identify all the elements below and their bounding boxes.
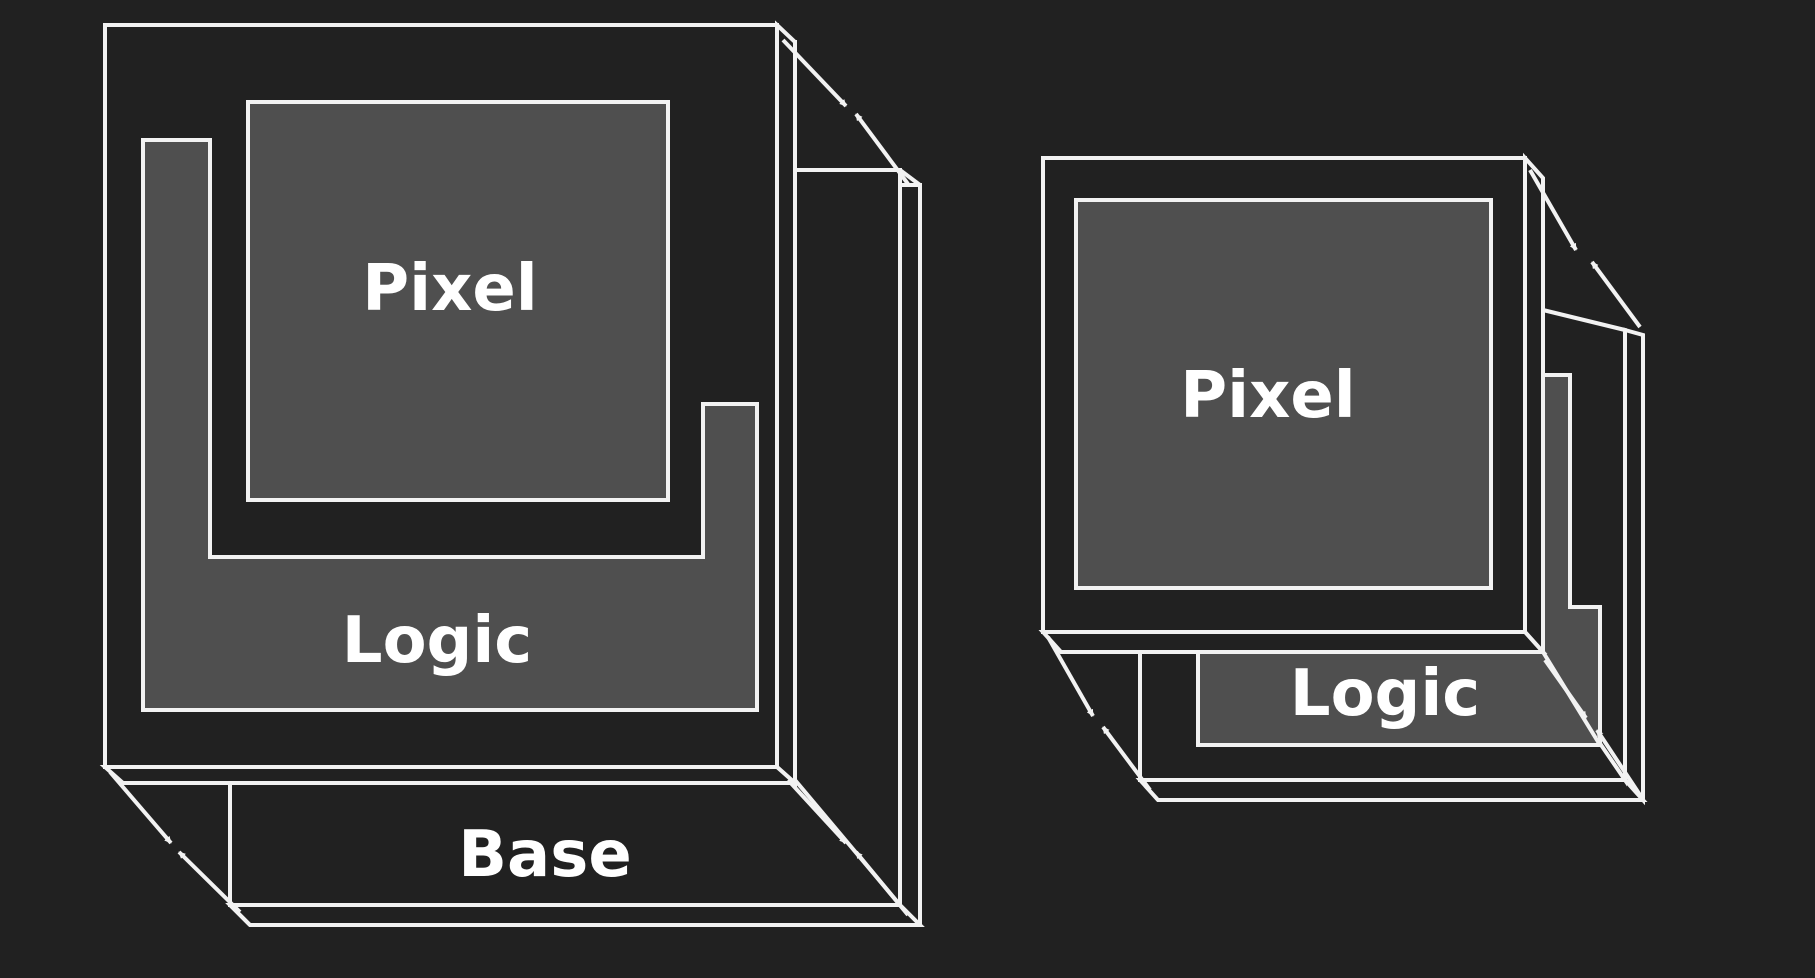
right-pixel-label: Pixel bbox=[1180, 359, 1355, 433]
left-base-side-edge bbox=[898, 168, 922, 187]
right-pixel-layer: Pixel bbox=[1038, 152, 1548, 658]
right-pixel-region bbox=[1074, 198, 1493, 590]
double-arrow-icon bbox=[786, 778, 848, 845]
left-pixel-region bbox=[246, 100, 670, 502]
left-pixel-label: Pixel bbox=[362, 252, 537, 326]
right-stack: Logic Pixel bbox=[1038, 152, 1648, 806]
left-logic-face bbox=[793, 168, 902, 911]
left-pixel-side bbox=[775, 20, 797, 788]
double-arrow-icon bbox=[854, 850, 910, 917]
left-base-front bbox=[225, 903, 925, 927]
right-base-front bbox=[1135, 778, 1648, 802]
double-arrow-icon bbox=[854, 112, 910, 186]
double-arrow-icon bbox=[1528, 169, 1578, 251]
left-connectors bbox=[108, 38, 910, 917]
left-base-side bbox=[898, 183, 922, 927]
right-logic-label: Logic bbox=[1290, 657, 1480, 731]
right-pixel-side bbox=[1523, 152, 1545, 658]
left-stack: Base Logic Pixel bbox=[99, 20, 925, 927]
left-base-front-edge bbox=[228, 903, 252, 927]
double-arrow-icon bbox=[781, 38, 848, 108]
left-logic-layer bbox=[788, 40, 902, 911]
double-arrow-icon bbox=[177, 850, 242, 914]
double-arrow-icon bbox=[1101, 725, 1152, 792]
left-pixel-layer: Logic Pixel bbox=[99, 20, 801, 788]
left-base-label: Base bbox=[458, 818, 631, 892]
right-pixel-bottom-edge bbox=[1038, 630, 1548, 654]
double-arrow-icon bbox=[1590, 260, 1642, 329]
double-arrow-icon bbox=[108, 770, 173, 845]
left-logic-region bbox=[141, 138, 759, 712]
double-arrow-icon bbox=[1046, 636, 1095, 717]
double-arrow-icon bbox=[1595, 728, 1642, 797]
left-base-layer: Base bbox=[225, 168, 925, 927]
double-arrow-icon bbox=[1543, 658, 1588, 720]
right-connectors bbox=[1046, 169, 1642, 797]
right-base-side bbox=[1623, 327, 1645, 806]
left-pixel-bottom-edge bbox=[99, 765, 801, 785]
left-logic-label: Logic bbox=[342, 604, 532, 678]
right-logic-layer: Logic bbox=[1135, 307, 1648, 806]
